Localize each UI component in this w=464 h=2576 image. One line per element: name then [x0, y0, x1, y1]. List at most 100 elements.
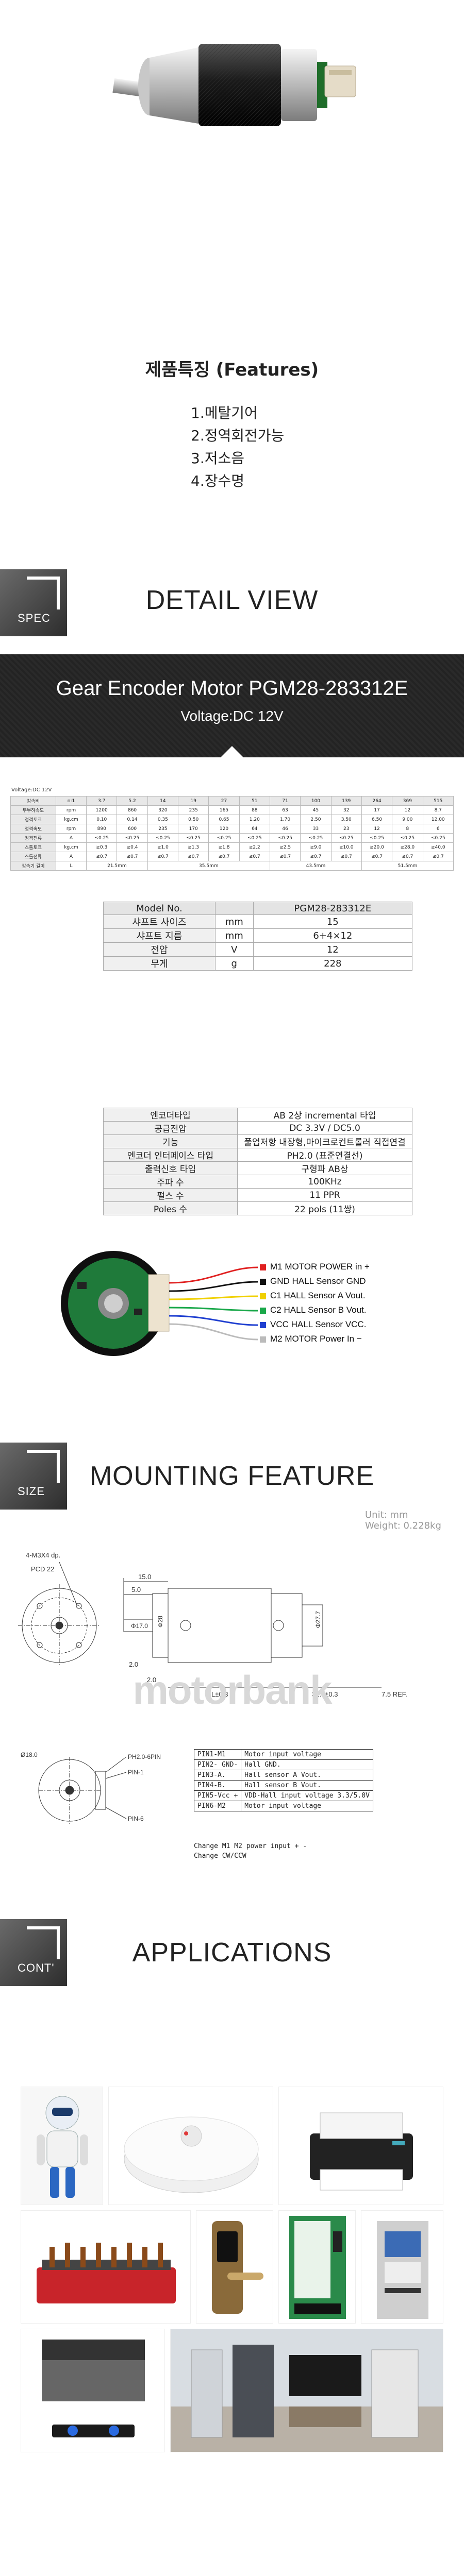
ratio-header-cell: n:1	[55, 796, 87, 806]
encoder-cell: 11 PPR	[237, 1188, 412, 1202]
model-cell: 15	[253, 914, 413, 929]
unit-text: Unit: mm Weight: 0.228kg	[365, 1510, 441, 1531]
encoder-cell: 출력신호 타입	[103, 1161, 238, 1175]
ratio-cell: 0.50	[178, 815, 209, 824]
ratio-cell: 12.00	[422, 815, 454, 824]
ratio-cell: ≤0.25	[208, 833, 240, 843]
svg-text:Φ17.0: Φ17.0	[131, 1622, 148, 1630]
mounting-drawing: 4-M3X4 dp. PCD 22 15.0 5.0 2.0 Φ17.0 Φ28…	[18, 1551, 407, 1698]
ratio-cell: ≤0.7	[392, 852, 423, 861]
size-badge: SIZE	[0, 1443, 67, 1510]
ratio-cell: 정격속도	[10, 824, 56, 834]
encoder-cell: 풀업저항 내장형,마이크로컨트롤러 직접연결	[237, 1134, 412, 1148]
ratio-header-cell: 100	[300, 796, 332, 806]
ratio-cell: 860	[117, 805, 148, 815]
encoder-cell: 구형파 AB상	[237, 1161, 412, 1175]
svg-text:2.0: 2.0	[147, 1676, 156, 1684]
ratio-cell: 21.5mm	[86, 861, 148, 871]
ratio-header-cell: 51	[239, 796, 270, 806]
pin-cell: Motor input voltage	[241, 1801, 373, 1811]
ratio-cell: 8	[392, 824, 423, 834]
pin-cell: PIN4-B.	[193, 1780, 242, 1791]
ratio-cell: 9.00	[392, 815, 423, 824]
ratio-cell: 45	[300, 805, 332, 815]
ratio-header-cell: 27	[208, 796, 240, 806]
ratio-cell: ≤0.7	[269, 852, 301, 861]
ratio-cell: kg.cm	[55, 842, 87, 852]
encoder-cell: Poles 수	[103, 1201, 238, 1215]
vending-machine-image	[278, 2210, 356, 2324]
applications-gallery	[21, 2087, 443, 2530]
ratio-header-cell: 515	[422, 796, 454, 806]
ratio-cell: A	[55, 833, 87, 843]
ratio-cell: 2.50	[300, 815, 332, 824]
ratio-cell: 1.70	[269, 815, 301, 824]
encoder-cell: 100KHz	[237, 1175, 412, 1189]
encoder-cell: 공급전압	[103, 1121, 238, 1135]
pin-cell: Hall sensor A Vout.	[241, 1770, 373, 1781]
wire-label: C1 HALL Sensor A Vout.	[270, 1291, 366, 1300]
encoder-board-image	[61, 1251, 266, 1356]
holes-label: 4-M3X4 dp.	[26, 1551, 60, 1559]
ratio-cell: ≤0.25	[178, 833, 209, 843]
ratio-cell: 63	[269, 805, 301, 815]
ratio-header-cell: 264	[361, 796, 393, 806]
pin-cell: VDD-Hall input voltage 3.3/5.0V	[241, 1790, 373, 1801]
model-header-cell: PGM28-283312E	[253, 902, 413, 915]
pin-cell: PIN2- GND-	[193, 1759, 242, 1770]
pin-cell: PIN6-M2	[193, 1801, 242, 1811]
svg-text:5.0: 5.0	[131, 1586, 141, 1594]
ratio-cell: 120	[208, 824, 240, 834]
ratio-cell: 1200	[86, 805, 118, 815]
ratio-cell: 무부하속도	[10, 805, 56, 815]
svg-text:PIN-1: PIN-1	[128, 1769, 144, 1776]
encoder-cell: 주파 수	[103, 1175, 238, 1189]
ratio-cell: 6.50	[361, 815, 393, 824]
ratio-cell: ≤0.25	[86, 833, 118, 843]
wire-color-swatch	[260, 1336, 266, 1343]
features-title: 제품특징 (Features)	[145, 360, 319, 380]
ratio-cell: 정격토크	[10, 815, 56, 824]
ratio-cell: 감속기 길이	[10, 861, 56, 871]
wire-line	[169, 1323, 258, 1341]
ratio-cell: 스톨전류	[10, 852, 56, 861]
ratio-header-cell: 5.2	[117, 796, 148, 806]
wire-line	[169, 1281, 258, 1292]
model-cell: 무게	[103, 956, 216, 971]
wire-line	[169, 1315, 258, 1326]
door-lock-image	[196, 2210, 273, 2324]
pin-drawing: PH2.0-6PIN PIN-1 PIN-6 Ø18.0	[21, 1751, 161, 1824]
encoder-cell: DC 3.3V / DC5.0	[237, 1121, 412, 1135]
ratio-cell: 23	[330, 824, 362, 834]
ratio-cell: 320	[147, 805, 179, 815]
ratio-cell: 35.5mm	[147, 861, 270, 871]
ratio-cell: ≥2.5	[269, 842, 301, 852]
feature-item: 3.저소음	[191, 450, 244, 467]
ratio-cell: A	[55, 852, 87, 861]
model-cell: 12	[253, 942, 413, 957]
ratio-cell: ≤0.25	[269, 833, 301, 843]
wire-color-swatch	[260, 1322, 266, 1328]
ratio-cell: ≤0.7	[86, 852, 118, 861]
features-list: 1.메탈기어 2.정역회전가능 3.저소음 4.장수명	[191, 402, 284, 493]
ratio-header-cell: 369	[392, 796, 423, 806]
ratio-cell: rpm	[55, 805, 87, 815]
feature-item: 1.메탈기어	[191, 404, 258, 421]
svg-text:Φ28: Φ28	[157, 1616, 164, 1628]
svg-text:2.0: 2.0	[129, 1660, 138, 1668]
ratio-cell: 0.10	[86, 815, 118, 824]
cont-badge: CONT'	[0, 1919, 67, 1986]
